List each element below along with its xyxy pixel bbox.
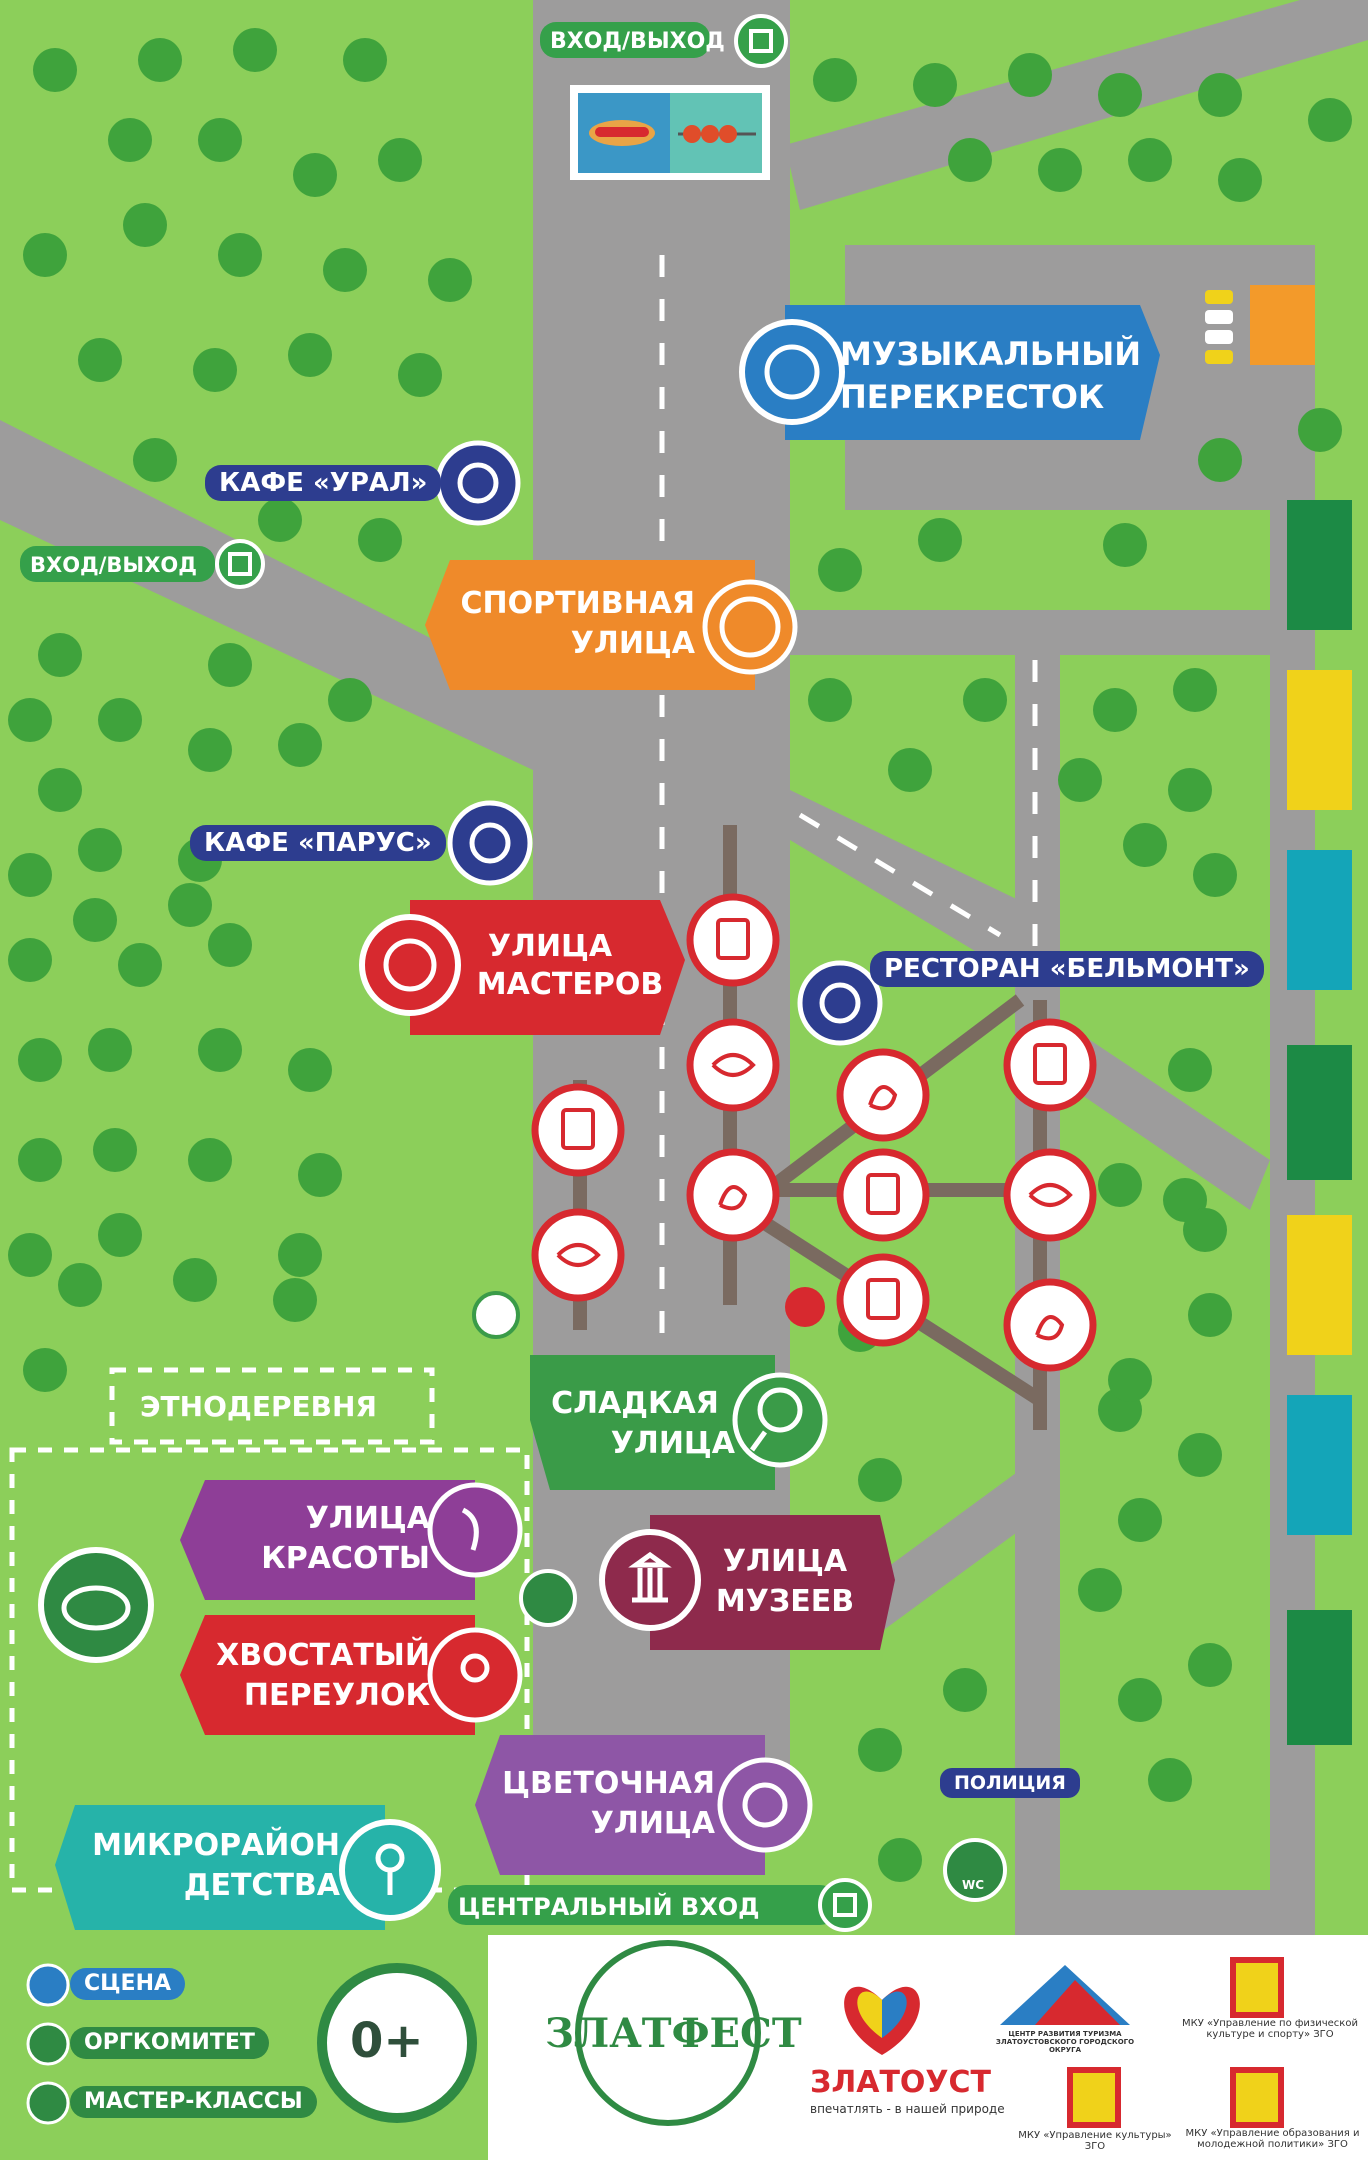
belmont-label[interactable]: РЕСТОРАН «БЕЛЬМОНТ» (870, 951, 1264, 987)
sport-label-1[interactable]: СПОРТИВНАЯ (460, 586, 695, 621)
beauty-banner (180, 1480, 475, 1600)
zlatfest-logo: ЗЛАТФЕСТ (545, 2010, 802, 2057)
children-banner (55, 1805, 385, 1930)
central-entrance-label[interactable]: ЦЕНТРАЛЬНЫЙ ВХОД (458, 1893, 760, 1921)
master-class-spots (472, 893, 1097, 1372)
sweet-label-1[interactable]: СЛАДКАЯ (551, 1386, 719, 1421)
legend-stage: СЦЕНА (70, 1968, 186, 2000)
sport-dept: МКУ «Управление по физической культуре и… (1182, 2018, 1358, 2040)
beauty-label-1[interactable]: УЛИЦА (305, 1501, 430, 1536)
museums-banner (650, 1515, 895, 1650)
culture-dept: МКУ «Управление культуры» ЗГО (1018, 2130, 1172, 2152)
museums-label-2[interactable]: МУЗЕЕВ (715, 1584, 855, 1619)
police-label[interactable]: ПОЛИЦИЯ (940, 1768, 1080, 1798)
ethno-label[interactable]: ЭТНОДЕРЕВНЯ (140, 1390, 377, 1423)
zlatoust-slogan: впечатлять - в нашей природе (810, 2102, 1005, 2116)
sport-label-2[interactable]: УЛИЦА (570, 626, 695, 661)
education-dept: МКУ «Управление образования и молодежной… (1185, 2128, 1360, 2150)
music-label-2[interactable]: ПЕРЕКРЕСТОК (840, 378, 1105, 416)
left-entrance-label[interactable]: ВХОД/ВЫХОД (30, 553, 197, 577)
cafe-ural-label[interactable]: КАФЕ «УРАЛ» (205, 465, 442, 501)
cafe-parus-label[interactable]: КАФЕ «ПАРУС» (190, 825, 446, 861)
flower-banner (475, 1735, 765, 1875)
masters-label-1[interactable]: УЛИЦА (487, 929, 613, 964)
age-rating: 0+ (350, 2013, 424, 2069)
sweet-label-2[interactable]: УЛИЦА (610, 1426, 735, 1461)
music-label-1[interactable]: МУЗЫКАЛЬНЫЙ (840, 335, 1142, 373)
music-banner (785, 305, 1160, 440)
children-label-1[interactable]: МИКРОРАЙОН (92, 1828, 340, 1863)
tail-label-1[interactable]: ХВОСТАТЫЙ (216, 1638, 430, 1673)
museums-label-1[interactable]: УЛИЦА (722, 1544, 848, 1579)
flower-label-2[interactable]: УЛИЦА (590, 1806, 715, 1841)
top-entrance-label[interactable]: ВХОД/ВЫХОД (550, 29, 725, 54)
tail-label-2[interactable]: ПЕРЕУЛОК (243, 1678, 430, 1713)
tail-banner (180, 1615, 475, 1735)
pavilions (1205, 285, 1352, 1745)
flower-label-1[interactable]: ЦВЕТОЧНАЯ (502, 1766, 715, 1801)
masters-banner (410, 900, 685, 1035)
trees (8, 28, 1352, 1882)
legend-workshops: МАСТЕР-КЛАССЫ (70, 2086, 317, 2118)
tourism-center: ЦЕНТР РАЗВИТИЯ ТУРИЗМА ЗЛАТОУСТОВСКОГО Г… (995, 2030, 1135, 2054)
zlatoust-logo: ЗЛАТОУСТ (810, 2065, 992, 2100)
children-label-2[interactable]: ДЕТСТВА (183, 1868, 340, 1903)
legend-icons (26, 1963, 70, 2125)
sport-banner (425, 560, 755, 690)
sweet-banner (530, 1355, 775, 1490)
wc-label: WC (962, 1878, 985, 1892)
legend-committee: ОРГКОМИТЕТ (70, 2027, 269, 2059)
beauty-label-2[interactable]: КРАСОТЫ (261, 1541, 430, 1576)
masters-label-2[interactable]: МАСТЕРОВ (476, 967, 664, 1002)
